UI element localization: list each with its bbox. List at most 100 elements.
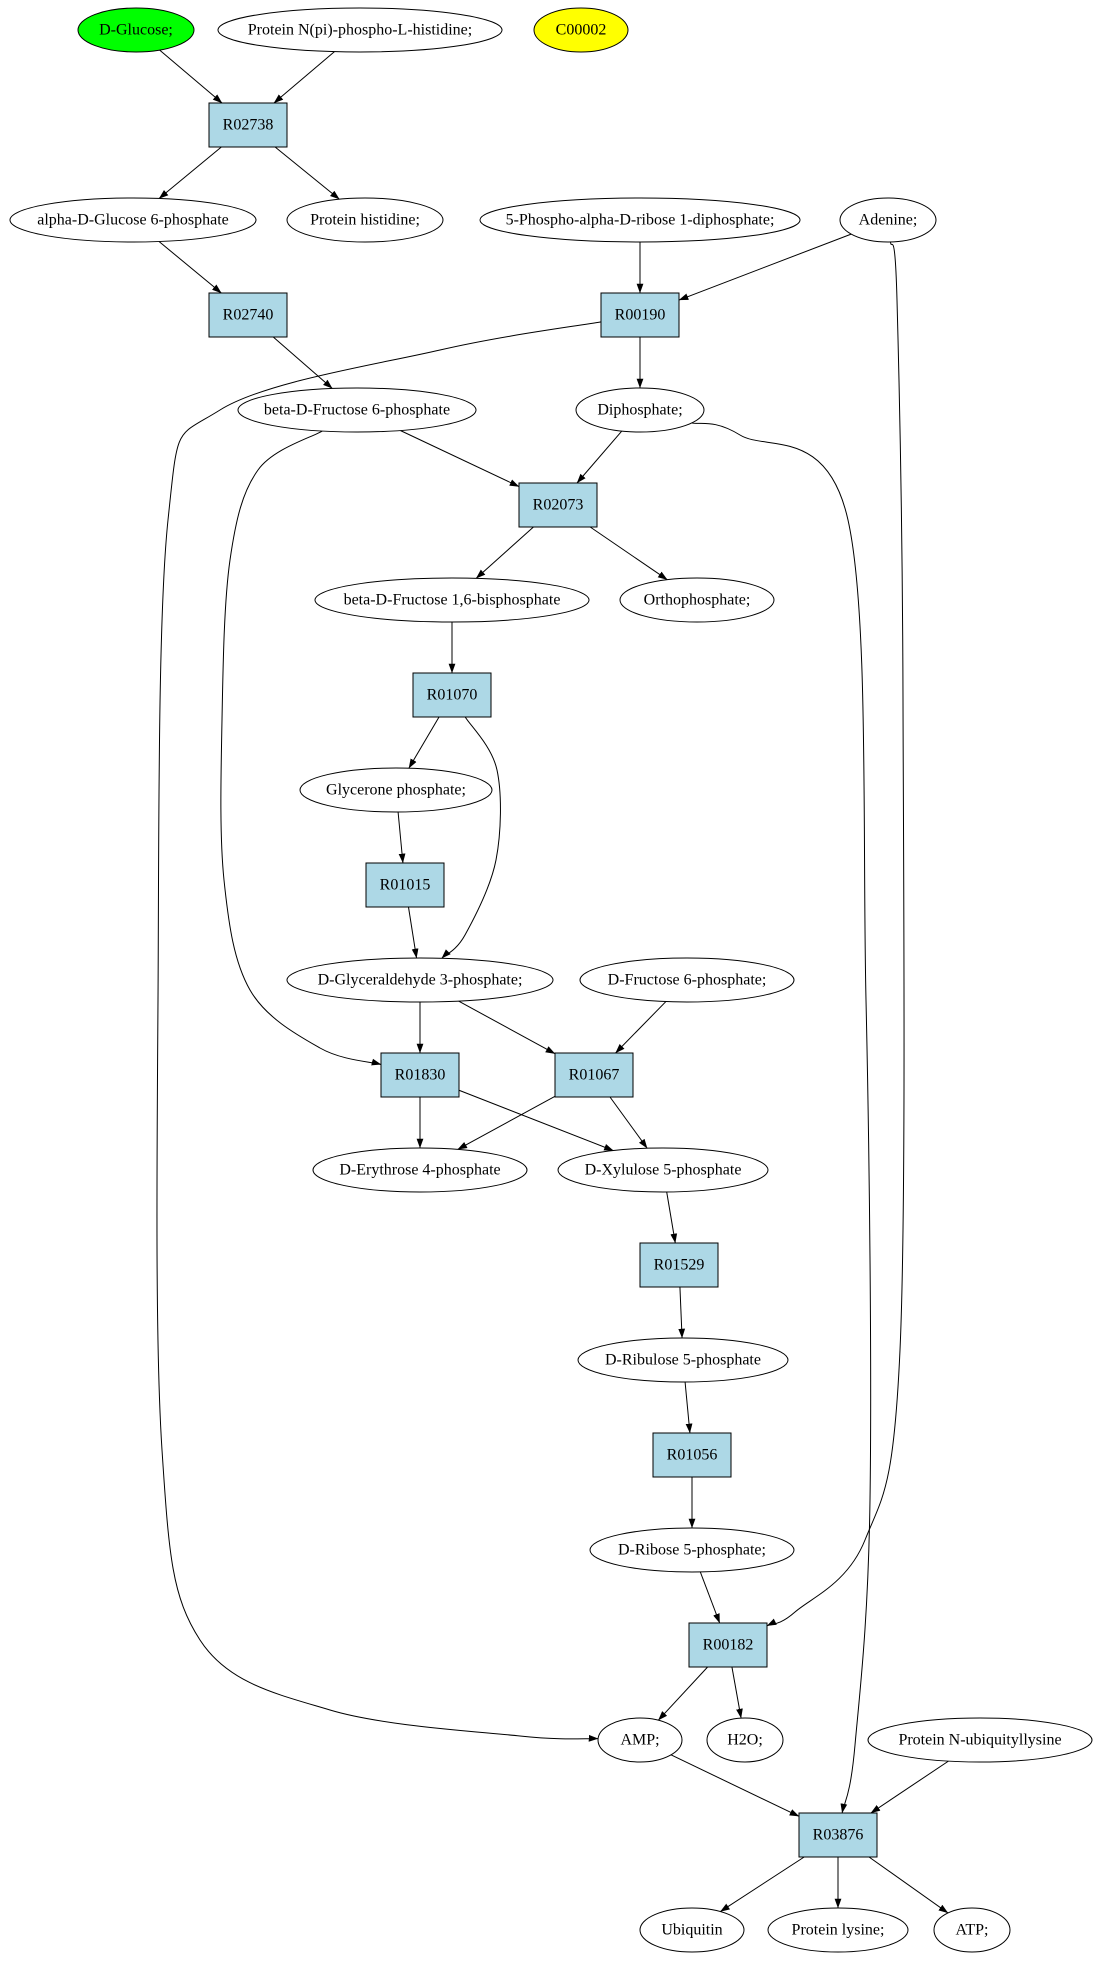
compound-ellipse — [299, 767, 493, 813]
compound-ellipse — [619, 577, 775, 623]
edge-r02738-to-protein-histidine — [274, 146, 340, 200]
reaction-node-r01070: R01070 — [412, 672, 492, 718]
compound-ellipse — [312, 1147, 528, 1193]
reaction-node-r00190: R00190 — [600, 292, 680, 338]
node-layer: D-Glucose; Protein N(pi)-phospho-L-histid… — [9, 7, 1093, 1953]
node-label: ATP; — [956, 1922, 989, 1939]
edge-r01015-to-d-glyceraldehyde-3-phosphate — [407, 906, 419, 959]
reaction-box — [518, 482, 598, 528]
edge-amp-to-r03876 — [670, 1754, 800, 1817]
reaction-node-r01830: R01830 — [380, 1052, 460, 1098]
edge-d-fructose-6-phosphate-to-r01067 — [615, 1001, 667, 1054]
compound-ellipse — [479, 197, 801, 243]
edge-d-glucose-to-r02738 — [159, 49, 223, 104]
node-label: R02073 — [533, 497, 584, 514]
node-label: D-Ribose 5-phosphate; — [618, 1542, 766, 1559]
node-label: C00002 — [556, 22, 607, 39]
compound-node-protein-lysine: Protein lysine; — [767, 1907, 909, 1953]
compound-ellipse — [575, 387, 705, 433]
node-label: D-Glyceraldehyde 3-phosphate; — [318, 972, 523, 989]
node-label: Orthophosphate; — [644, 592, 751, 609]
edge-d-ribose-5-phosphate-to-r00182 — [699, 1571, 721, 1624]
edge-d-ribulose-5-phosphate-to-r01056 — [684, 1381, 693, 1434]
compound-node-diphosphate: Diphosphate; — [575, 387, 705, 433]
compound-ellipse — [706, 1717, 784, 1763]
compound-ellipse — [933, 1907, 1011, 1953]
edge-beta-d-fructose-6-phosphate-to-r01830 — [220, 430, 382, 1066]
reaction-node-r02740: R02740 — [208, 292, 288, 338]
edge-protein-npi-phospho-l-histidine-to-r02738 — [273, 51, 335, 104]
compound-node-adenine: Adenine; — [839, 197, 937, 243]
edge-r00190-to-amp — [156, 321, 602, 1742]
node-label: Glycerone phosphate; — [326, 782, 466, 799]
node-label: Diphosphate; — [597, 402, 682, 419]
reaction-node-r00182: R00182 — [688, 1622, 768, 1668]
edge-adenine-to-r00182 — [766, 241, 905, 1627]
reaction-box — [208, 102, 288, 148]
compound-ellipse — [867, 1717, 1093, 1763]
edge-diphosphate-to-r02073 — [576, 430, 623, 484]
reaction-node-r03876: R03876 — [798, 1812, 878, 1858]
compound-node-d-glyceraldehyde-3-phosphate: D-Glyceraldehyde 3-phosphate; — [286, 957, 554, 1003]
node-label: Protein lysine; — [792, 1922, 885, 1939]
compound-ellipse — [77, 7, 195, 53]
edge-r01529-to-d-ribulose-5-phosphate — [678, 1286, 686, 1339]
compound-node-amp: AMP; — [597, 1717, 683, 1763]
compound-node-prpp: 5-Phospho-alpha-D-ribose 1-diphosphate; — [479, 197, 801, 243]
edge-alpha-d-glucose-6-phosphate-to-r02740 — [158, 241, 222, 294]
compound-node-c00002: C00002 — [533, 7, 629, 53]
compound-node-d-glucose: D-Glucose; — [77, 7, 195, 53]
compound-ellipse — [589, 1527, 795, 1573]
compound-node-ubiquitin: Ubiquitin — [639, 1907, 745, 1953]
edge-r03876-to-atp — [868, 1856, 949, 1914]
reaction-box — [208, 292, 288, 338]
node-label: R01056 — [667, 1447, 718, 1464]
compound-node-d-xylulose-5-phosphate: D-Xylulose 5-phosphate — [557, 1147, 769, 1193]
compound-node-d-ribose-5-phosphate: D-Ribose 5-phosphate; — [589, 1527, 795, 1573]
compound-node-protein-npi-phospho-l-histidine: Protein N(pi)-phospho-L-histidine; — [217, 7, 503, 53]
edge-glycerone-phosphate-to-r01015 — [397, 811, 406, 864]
node-label: Protein N(pi)-phospho-L-histidine; — [248, 22, 472, 39]
node-label: Protein histidine; — [310, 212, 420, 229]
compound-node-atp: ATP; — [933, 1907, 1011, 1953]
node-label: beta-D-Fructose 6-phosphate — [264, 402, 450, 419]
compound-ellipse — [533, 7, 629, 53]
node-label: D-Ribulose 5-phosphate — [605, 1352, 761, 1369]
compound-node-beta-d-fructose-16-bisphosphate: beta-D-Fructose 1,6-bisphosphate — [314, 577, 590, 623]
edge-r00182-to-amp — [657, 1666, 708, 1721]
compound-ellipse — [557, 1147, 769, 1193]
reaction-box — [639, 1242, 719, 1288]
compound-node-d-fructose-6-phosphate: D-Fructose 6-phosphate; — [579, 957, 795, 1003]
compound-node-orthophosphate: Orthophosphate; — [619, 577, 775, 623]
edge-r01070-to-glycerone-phosphate — [408, 716, 440, 769]
node-label: Protein N-ubiquityllysine — [898, 1732, 1061, 1749]
node-label: R01015 — [380, 877, 431, 894]
reaction-node-r01529: R01529 — [639, 1242, 719, 1288]
compound-node-d-erythrose-4-phosphate: D-Erythrose 4-phosphate — [312, 1147, 528, 1193]
edge-diphosphate-to-r03876 — [691, 422, 872, 1814]
compound-ellipse — [639, 1907, 745, 1953]
edge-r02073-to-beta-d-fructose-16-bisphosphate — [475, 526, 534, 579]
compound-ellipse — [579, 957, 795, 1003]
node-label: R02740 — [223, 307, 274, 324]
compound-ellipse — [237, 387, 477, 433]
compound-node-protein-n-ubiquityllysine: Protein N-ubiquityllysine — [867, 1717, 1093, 1763]
node-label: Ubiquitin — [661, 1922, 722, 1939]
edge-r03876-to-ubiquitin — [720, 1856, 805, 1912]
reaction-box — [688, 1622, 768, 1668]
edge-r00182-to-h2o — [731, 1666, 743, 1719]
edge-r01830-to-d-xylulose-5-phosphate — [458, 1089, 614, 1152]
edge-beta-d-fructose-6-phosphate-to-r02073 — [400, 430, 520, 488]
compound-ellipse — [286, 957, 554, 1003]
node-label: beta-D-Fructose 1,6-bisphosphate — [344, 592, 561, 609]
edge-r02073-to-orthophosphate — [589, 526, 668, 581]
node-label: R01529 — [654, 1257, 705, 1274]
node-label: R02738 — [223, 117, 274, 134]
compound-ellipse — [839, 197, 937, 243]
edge-d-glyceraldehyde-3-phosphate-to-r01067 — [458, 1000, 556, 1055]
edge-r02740-to-beta-d-fructose-6-phosphate — [272, 336, 333, 389]
edge-r01070-to-d-glyceraldehyde-3-phosphate — [441, 716, 501, 959]
reaction-node-r01056: R01056 — [652, 1432, 732, 1478]
node-label: H2O; — [727, 1732, 763, 1749]
compound-ellipse — [577, 1337, 789, 1383]
